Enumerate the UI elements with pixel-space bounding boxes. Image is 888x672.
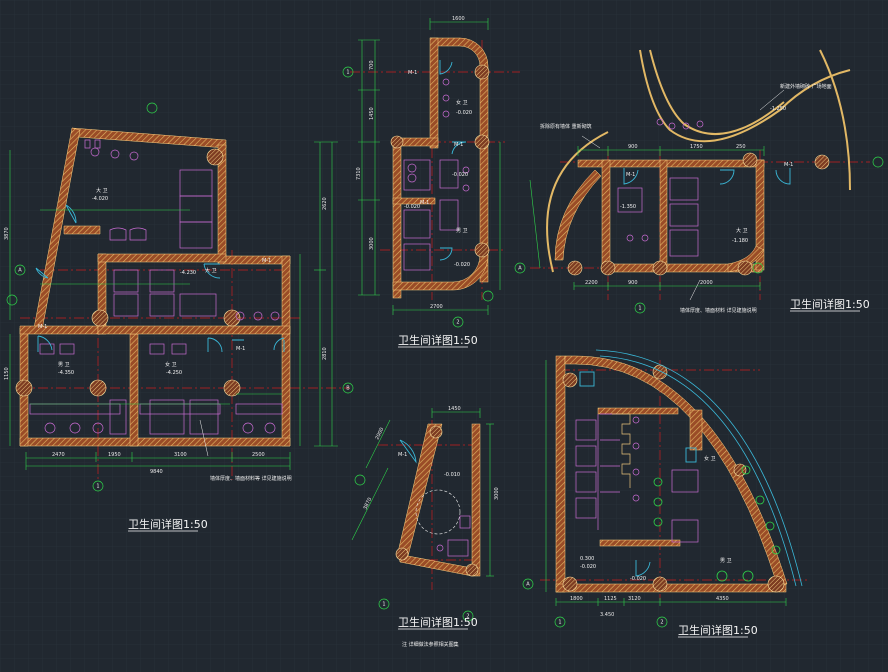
plan5-level-1: 0.300	[580, 556, 594, 562]
plan3-dim-top-1: 900	[628, 144, 638, 150]
plan4-level-1: -0.010	[444, 472, 460, 478]
plan2-axis-1: 1	[346, 70, 349, 76]
plan5-level-2: -0.020	[580, 564, 596, 570]
plan2-dim-top: 1600	[452, 16, 465, 22]
level-3: -4.350	[58, 370, 74, 376]
axis-tag-b: B	[346, 386, 350, 392]
plan4-dim-left-2: 3870	[362, 497, 373, 511]
plan5-dim-4: 4350	[716, 596, 729, 602]
dim-right-1: 2620	[322, 197, 328, 210]
plan2-axis-2: 2	[456, 320, 459, 326]
plan3-door-1: M-1	[626, 172, 635, 178]
plan4-axis-1: 1	[382, 602, 385, 608]
dim-right-2: 2810	[322, 347, 328, 360]
plan3-axis-a: A	[518, 266, 522, 272]
plan2-dim-left-3: 7310	[356, 167, 362, 180]
plan4-title: 卫生间详图1:50	[398, 615, 478, 629]
dim-bottom-4: 2500	[252, 452, 265, 458]
plan4-dim-top: 1450	[448, 406, 461, 412]
axis-tag-1: 1	[96, 484, 99, 490]
door-tag-3: M-1	[236, 346, 245, 352]
plan2-door-3: M-1	[408, 70, 417, 76]
plan2-level-2: -0.020	[452, 172, 468, 178]
plan2-title: 卫生间详图1:50	[398, 333, 478, 347]
plan3-note-3: 墙体厚度、墙面材料 详见建施说明	[680, 307, 757, 314]
plan5-title: 卫生间详图1:50	[678, 623, 758, 637]
plan3-note-2: 新建外墙砌砖 广场地面	[780, 83, 832, 90]
plan1-title: 卫生间详图1:50	[128, 517, 208, 531]
plan2-dim-left-2: 1450	[369, 107, 375, 120]
plan5-axis-a: A	[526, 582, 530, 588]
level-1: -4.020	[92, 196, 108, 202]
dim-bottom-1: 2470	[52, 452, 65, 458]
plan4-note: 注 详细做法参照相关图集	[402, 641, 459, 648]
plan3-level-2: -1.350	[620, 204, 636, 210]
plan3-level-3: -1.180	[732, 238, 748, 244]
plan4-door-1: M-1	[398, 452, 407, 458]
dim-bottom-3: 3100	[174, 452, 187, 458]
plan3-dim-top-2: 1750	[690, 144, 703, 150]
door-tag-1: M-1	[38, 324, 47, 330]
dim-left-2: 3870	[4, 227, 10, 240]
plan2-level-1: -0.020	[456, 110, 472, 116]
axis-tag-a: A	[18, 268, 22, 274]
door-tag-2: M-1	[262, 258, 271, 264]
plan5-dim-3: 3120	[628, 596, 641, 602]
plan-5: A 1 2 1800 1125 3120 4350 3.450 0.300 -0…	[522, 349, 810, 638]
plan3-door-2: M-1	[784, 162, 793, 168]
plan2-door-1: M-1	[454, 142, 463, 148]
plan2-level-4: -0.020	[454, 262, 470, 268]
plan2-dim-left-1: 700	[369, 60, 375, 70]
dim-bottom-2: 1950	[108, 452, 121, 458]
plan-1: 1 A B 2470 1950 3100 2500 9840 2620 2810…	[4, 102, 354, 532]
plan2-room-1: 女 卫	[456, 99, 468, 106]
plan3-note-1: 拆除原有墙体 重新砌筑	[540, 123, 592, 130]
plan5-level-3: -0.020	[630, 576, 646, 582]
plan5-dim-1: 1800	[570, 596, 583, 602]
dim-left-1: 1150	[4, 367, 10, 380]
plan2-dim-bottom: 2700	[430, 304, 443, 310]
plan1-note: 墙体厚度、墙面材料等 详见建施说明	[210, 475, 292, 482]
plan2-room-2: 男 卫	[456, 228, 468, 234]
plan5-dim-2: 1125	[604, 596, 617, 602]
plan4-dim-left-1: 2000	[374, 427, 385, 441]
dim-total: 9840	[150, 469, 163, 475]
plan3-dim-top-3: 250	[736, 144, 746, 150]
plan3-dim-bottom-3: 2000	[700, 280, 713, 286]
plan3-title: 卫生间详图1:50	[790, 297, 870, 311]
plan5-axis-1: 1	[558, 620, 561, 626]
plan5-dim-total: 3.450	[600, 612, 614, 618]
plan4-dim-right: 3000	[494, 487, 500, 500]
plan-4: 1 2 1450 2000 3870 3000 -0.010 M-1 卫生间详图…	[351, 406, 500, 648]
plan2-door-2: M-1	[420, 200, 429, 206]
plan3-axis-1: 1	[638, 306, 641, 312]
plan2-dim-left-4: 3000	[369, 237, 375, 250]
level-2: -4.230	[180, 270, 196, 276]
room-label-3: 男 卫	[58, 362, 70, 368]
plan4-axis-2: 2	[466, 614, 469, 620]
plan3-dim-bottom-1: 2200	[585, 280, 598, 286]
plan5-room-2: 女 卫	[704, 455, 716, 462]
plan-3: A 1 900 1750 250 2200 900 2000 大 卫 -1.25…	[514, 49, 884, 314]
plan5-axis-2: 2	[660, 620, 663, 626]
plan-2: 1 2 1600 2700 700 1450 7310 3000 女 卫 男 卫…	[342, 16, 520, 348]
level-4: -4.250	[166, 370, 182, 376]
plan3-room-1: 大 卫	[736, 227, 748, 234]
plan5-room-1: 男 卫	[720, 558, 732, 564]
plan2-level-3: -0.020	[404, 204, 420, 210]
room-label-1: 大 卫	[96, 187, 108, 194]
plan3-level-1: -1.250	[770, 106, 786, 112]
plan3-dim-bottom-2: 900	[628, 280, 638, 286]
room-label-2: 大 卫	[205, 267, 217, 274]
room-label-4: 女 卫	[165, 361, 177, 368]
